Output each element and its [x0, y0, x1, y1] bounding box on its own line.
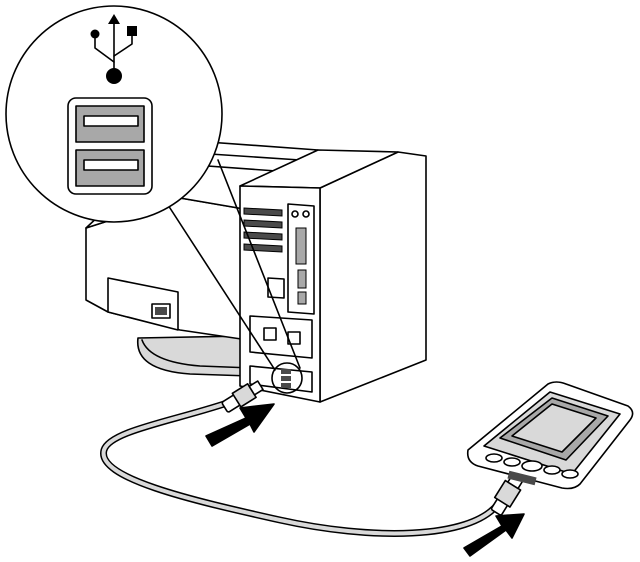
usb-symbol-icon: [90, 14, 137, 84]
usb-ports-magnifier: [5, 5, 223, 223]
insert-arrow-computer: [205, 403, 275, 447]
usb-cable: [100, 380, 525, 537]
desktop-tower: [239, 149, 427, 403]
callout-lines: [167, 159, 301, 371]
insert-arrow-handheld: [463, 513, 525, 557]
usb-port-block: [67, 97, 153, 195]
usb-plug-computer: [221, 380, 264, 413]
handheld-device: [466, 381, 634, 490]
crt-monitor: [85, 139, 319, 377]
